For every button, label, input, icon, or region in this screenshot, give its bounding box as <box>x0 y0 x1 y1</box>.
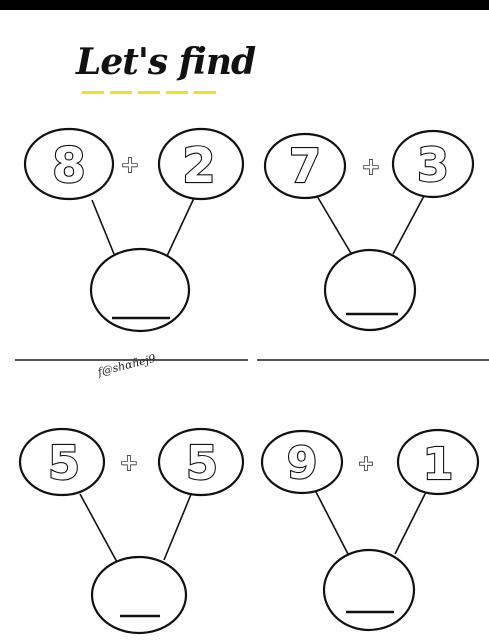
addend-b: 5 <box>186 436 218 490</box>
number-bond-2: 7 + 3 <box>263 129 475 332</box>
plus-sign: + <box>362 155 380 180</box>
plus-sign: + <box>121 153 139 178</box>
section-divider-right <box>257 359 489 361</box>
addend-circle-a <box>260 429 344 495</box>
addend-circle-a <box>23 127 115 201</box>
addend-circle-a <box>263 132 347 200</box>
addend-circle-b <box>396 428 480 496</box>
answer-circle <box>90 555 188 635</box>
plus-sign: + <box>120 451 138 476</box>
number-bond-4: 9 + 1 <box>260 428 480 632</box>
bond-connector <box>315 491 349 555</box>
bond-connector <box>394 491 427 555</box>
addend-b: 1 <box>423 439 454 490</box>
bond-connector <box>163 491 193 561</box>
title-underline-dash <box>194 91 216 94</box>
title-underline-dash <box>110 91 132 94</box>
answer-circle <box>89 247 191 333</box>
addend-a: 7 <box>289 139 321 193</box>
addend-circle-a <box>18 427 106 497</box>
addend-a: 5 <box>48 436 80 490</box>
page-title: Let's find <box>76 41 256 83</box>
title-underline-dash <box>138 91 160 94</box>
addend-circle-b <box>391 129 475 199</box>
bond-connector <box>316 195 353 256</box>
number-bond-3: 5 + 5 <box>18 427 245 635</box>
bond-connector <box>79 493 118 563</box>
bond-connector <box>392 195 425 255</box>
addend-b: 3 <box>417 138 449 192</box>
addend-circle-b <box>157 127 245 201</box>
title-underline-dash <box>82 91 104 94</box>
addend-circle-b <box>157 427 245 497</box>
addend-b: 2 <box>182 138 215 194</box>
bond-connector <box>166 197 195 257</box>
worksheet-page <box>0 10 489 643</box>
bond-connector <box>91 199 115 255</box>
number-bond-1: 8 + 2 <box>23 127 245 333</box>
answer-circle <box>322 548 416 632</box>
addend-a: 9 <box>287 438 318 489</box>
plus-sign: + <box>358 451 375 475</box>
addend-a: 8 <box>52 138 85 194</box>
title-underline-dash <box>166 91 188 94</box>
section-divider-left <box>15 359 248 361</box>
answer-circle <box>323 248 417 332</box>
